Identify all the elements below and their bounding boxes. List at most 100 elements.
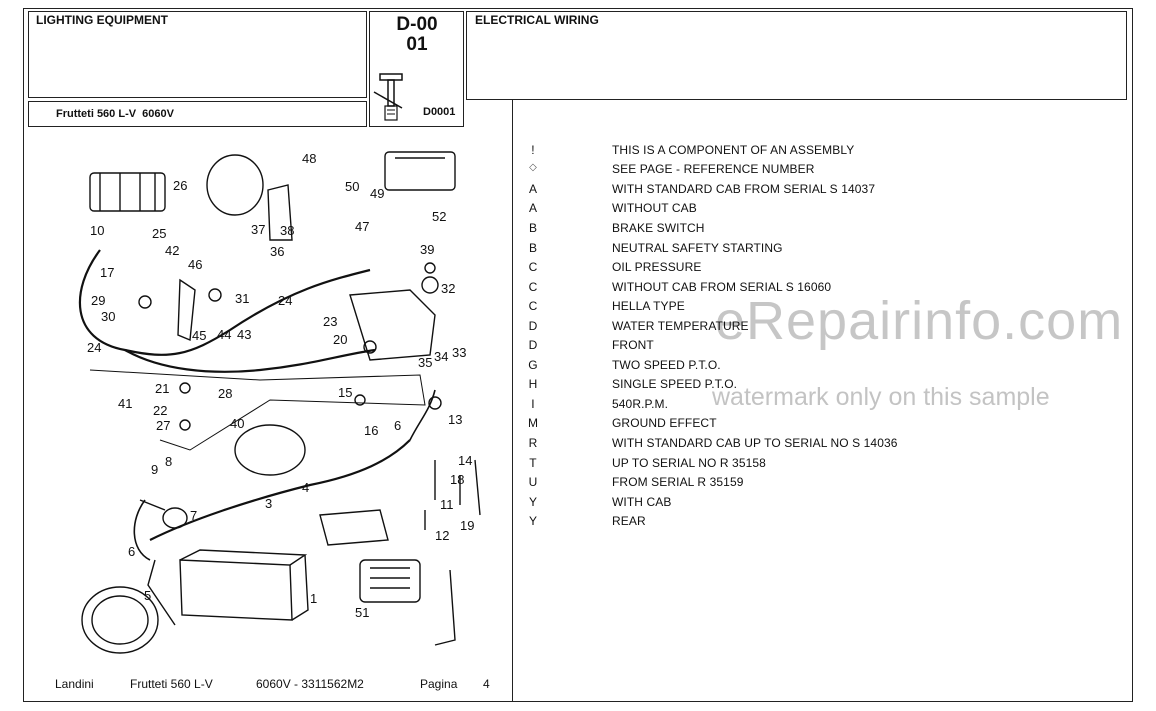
group-title: ELECTRICAL WIRING <box>475 13 599 27</box>
legend-desc: FROM SERIAL R 35159 <box>612 475 744 489</box>
headlamp <box>81 586 159 654</box>
section-title: LIGHTING EQUIPMENT <box>36 13 168 27</box>
section-code-line1: D-00 <box>396 14 438 35</box>
footer-page-label: Pagina <box>420 677 458 691</box>
footer-page-number: 4 <box>483 677 490 691</box>
legend-desc: WITH CAB <box>612 495 672 509</box>
fuse-box <box>319 509 389 546</box>
callout-13: 13 <box>448 412 462 427</box>
legend-code: I <box>531 397 535 411</box>
work-light <box>206 154 264 216</box>
legend-code: H <box>528 377 538 391</box>
legend-code: Y <box>528 514 538 528</box>
legend-desc: THIS IS A COMPONENT OF AN ASSEMBLY <box>612 143 855 157</box>
footer-brand: Landini <box>55 677 94 691</box>
callout-47: 47 <box>355 219 369 234</box>
callout-29: 29 <box>91 293 105 308</box>
legend-desc: TWO SPEED P.T.O. <box>612 358 721 372</box>
harness-left <box>133 499 151 561</box>
callout-38: 38 <box>280 223 294 238</box>
legend-desc: BRAKE SWITCH <box>612 221 705 235</box>
legend-desc: WITHOUT CAB <box>612 201 697 215</box>
section-code: D-00 01 <box>370 15 464 55</box>
legend-code: C <box>528 280 538 294</box>
harness-branch <box>124 348 376 373</box>
legend-code: U <box>528 475 538 489</box>
legend-desc: SEE PAGE - REFERENCE NUMBER <box>612 162 815 176</box>
callout-30: 30 <box>101 309 115 324</box>
callout-37: 37 <box>251 222 265 237</box>
callout-3: 3 <box>265 496 272 511</box>
callout-34: 34 <box>434 349 448 364</box>
bracket <box>177 278 196 342</box>
callout-22: 22 <box>153 403 167 418</box>
callout-43: 43 <box>237 327 251 342</box>
starter-motor <box>234 424 306 476</box>
callout-25: 25 <box>152 226 166 241</box>
harness-main <box>78 249 371 356</box>
callout-16: 16 <box>364 423 378 438</box>
callout-24b: 24 <box>87 340 101 355</box>
legend-code: Y <box>528 495 538 509</box>
wiring-diagram: 1 3 4 5 6 6 7 8 9 10 11 12 13 14 15 16 1… <box>78 151 481 654</box>
callout-28: 28 <box>218 386 232 401</box>
section-code-line2: 01 <box>406 34 428 55</box>
legend-code: C <box>528 299 538 313</box>
code-box <box>369 11 464 127</box>
callout-7: 7 <box>190 508 197 523</box>
legend-desc: WATER TEMPERATURE <box>612 319 749 333</box>
callout-15: 15 <box>338 385 352 400</box>
legend-desc: GROUND EFFECT <box>612 416 717 430</box>
section-title-box <box>28 11 367 98</box>
bulb-icon <box>373 73 403 121</box>
callout-31: 31 <box>235 291 249 306</box>
callout-12: 12 <box>435 528 449 543</box>
frame-outline <box>89 369 426 451</box>
callout-20: 20 <box>333 332 347 347</box>
callouts: 1 3 4 5 6 6 7 8 9 10 11 12 13 14 15 16 1… <box>87 151 474 620</box>
legend-desc: FRONT <box>612 338 654 352</box>
legend-code: G <box>528 358 538 372</box>
callout-26: 26 <box>173 178 187 193</box>
callout-21: 21 <box>155 381 169 396</box>
legend-code: C <box>528 260 538 274</box>
legend-code: ◇ <box>529 162 537 173</box>
callout-45: 45 <box>192 328 206 343</box>
callout-4: 4 <box>302 480 309 495</box>
legend-code: R <box>528 436 538 450</box>
legend-desc: WITH STANDARD CAB UP TO SERIAL NO S 1403… <box>612 436 898 450</box>
model-box <box>28 101 367 127</box>
callout-10: 10 <box>90 223 104 238</box>
battery <box>179 559 293 621</box>
instrument-panel <box>349 289 436 361</box>
legend-code: ! <box>531 143 535 157</box>
legend-desc: OIL PRESSURE <box>612 260 702 274</box>
legend-desc: NEUTRAL SAFETY STARTING <box>612 241 783 255</box>
callout-36: 36 <box>270 244 284 259</box>
legend-desc: REAR <box>612 514 646 528</box>
legend-code: M <box>527 416 539 430</box>
rear-lamp-51 <box>359 559 421 603</box>
legend-code: A <box>528 201 538 215</box>
harness-lower <box>149 439 411 541</box>
callout-6b: 6 <box>394 418 401 433</box>
callout-23: 23 <box>323 314 337 329</box>
callout-52: 52 <box>432 209 446 224</box>
callout-5: 5 <box>144 588 151 603</box>
callout-14: 14 <box>458 453 472 468</box>
watermark-site: eRepairinfo.com <box>715 291 1124 351</box>
legend-code: B <box>528 241 538 255</box>
divider-bottom <box>23 701 1133 702</box>
side-lamp <box>384 151 456 191</box>
legend-desc: WITH STANDARD CAB FROM SERIAL S 14037 <box>612 182 876 196</box>
model-label: Frutteti 560 L-V 6060V <box>56 108 174 120</box>
legend-code: D <box>528 338 538 352</box>
callout-18: 18 <box>450 472 464 487</box>
legend-desc: UP TO SERIAL NO R 35158 <box>612 456 766 470</box>
figure-code: D0001 <box>423 106 456 118</box>
callout-46: 46 <box>188 257 202 272</box>
legend-desc: 540R.P.M. <box>612 397 669 411</box>
callout-39: 39 <box>420 242 434 257</box>
horn <box>162 507 188 529</box>
legend-desc: SINGLE SPEED P.T.O. <box>612 377 738 391</box>
